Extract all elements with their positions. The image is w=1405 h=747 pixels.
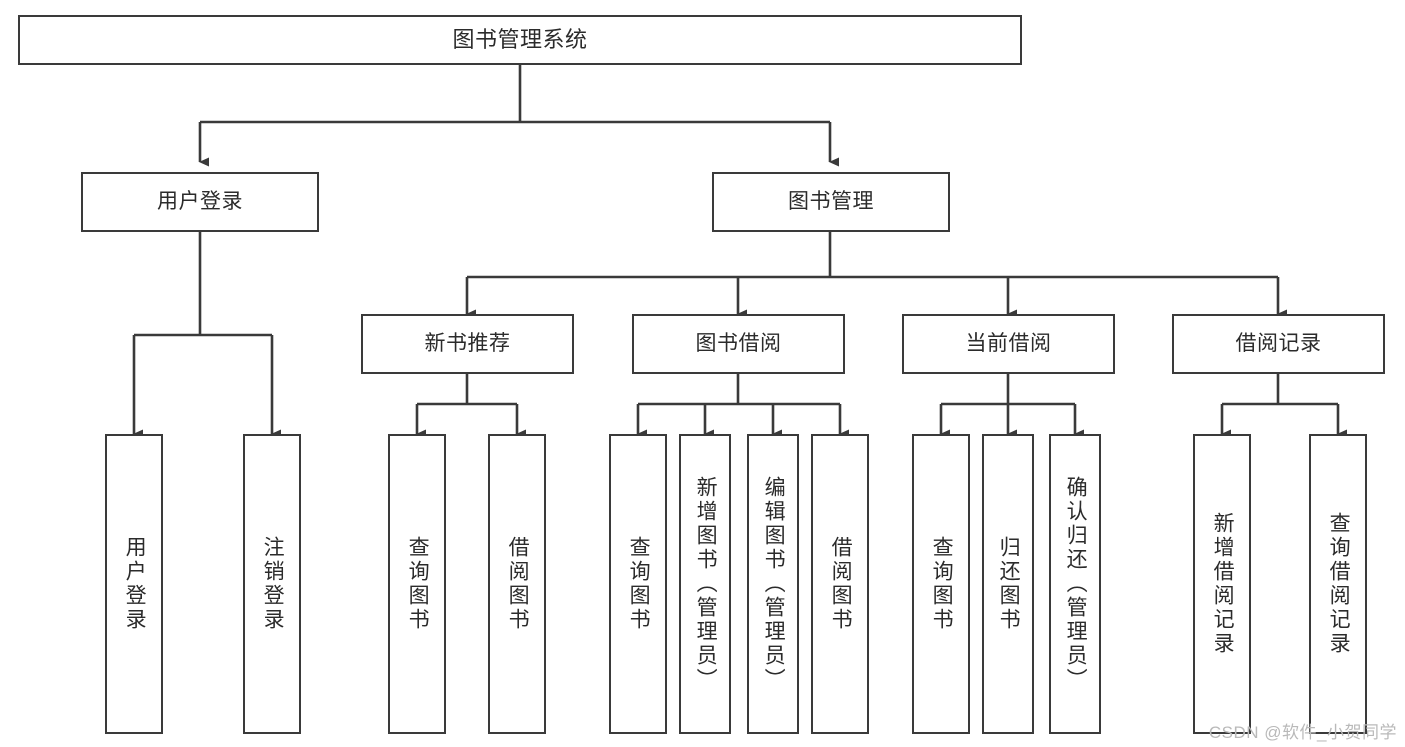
node-label: 图书管理系统: [452, 26, 588, 52]
leaf-borrow-book-1[interactable]: 借阅图书: [488, 434, 546, 734]
node-label: 查询图书: [406, 536, 430, 632]
node-root-system[interactable]: 图书管理系统: [18, 15, 1022, 65]
node-label: 用户登录: [157, 190, 243, 214]
node-current-borrow[interactable]: 当前借阅: [902, 314, 1115, 374]
leaf-query-borrow-record[interactable]: 查询借阅记录: [1309, 434, 1367, 734]
node-book-management[interactable]: 图书管理: [712, 172, 950, 232]
node-label: 确认归还（管理员）: [1064, 476, 1088, 692]
node-label: 新增借阅记录: [1211, 512, 1235, 656]
node-label: 编辑图书（管理员）: [762, 476, 786, 692]
node-new-book-recommend[interactable]: 新书推荐: [361, 314, 574, 374]
leaf-add-borrow-record[interactable]: 新增借阅记录: [1193, 434, 1251, 734]
leaf-query-book-1[interactable]: 查询图书: [388, 434, 446, 734]
node-label: 当前借阅: [965, 332, 1052, 356]
node-label: 归还图书: [997, 536, 1021, 632]
node-book-borrow[interactable]: 图书借阅: [632, 314, 845, 374]
leaf-query-book-3[interactable]: 查询图书: [912, 434, 970, 734]
node-label: 图书借阅: [695, 332, 782, 356]
node-label: 注销登录: [261, 536, 285, 632]
leaf-user-login[interactable]: 用户登录: [105, 434, 163, 734]
node-label: 借阅记录: [1235, 332, 1322, 356]
node-label: 用户登录: [123, 536, 147, 632]
node-label: 新书推荐: [424, 332, 511, 356]
node-label: 查询图书: [627, 536, 651, 632]
leaf-edit-book[interactable]: 编辑图书（管理员）: [747, 434, 799, 734]
leaf-return-book[interactable]: 归还图书: [982, 434, 1034, 734]
leaf-add-book[interactable]: 新增图书（管理员）: [679, 434, 731, 734]
node-label: 新增图书（管理员）: [694, 476, 718, 692]
node-label: 查询借阅记录: [1327, 512, 1351, 656]
csdn-watermark: CSDN @软件_小贺同学: [1208, 723, 1397, 742]
node-label: 借阅图书: [506, 536, 530, 632]
leaf-confirm-return[interactable]: 确认归还（管理员）: [1049, 434, 1101, 734]
leaf-query-book-2[interactable]: 查询图书: [609, 434, 667, 734]
node-label: 图书管理: [788, 190, 874, 214]
node-borrow-record[interactable]: 借阅记录: [1172, 314, 1385, 374]
node-user-login[interactable]: 用户登录: [81, 172, 319, 232]
node-label: 查询图书: [930, 536, 954, 632]
leaf-borrow-book-2[interactable]: 借阅图书: [811, 434, 869, 734]
leaf-logout[interactable]: 注销登录: [243, 434, 301, 734]
node-label: 借阅图书: [829, 536, 853, 632]
